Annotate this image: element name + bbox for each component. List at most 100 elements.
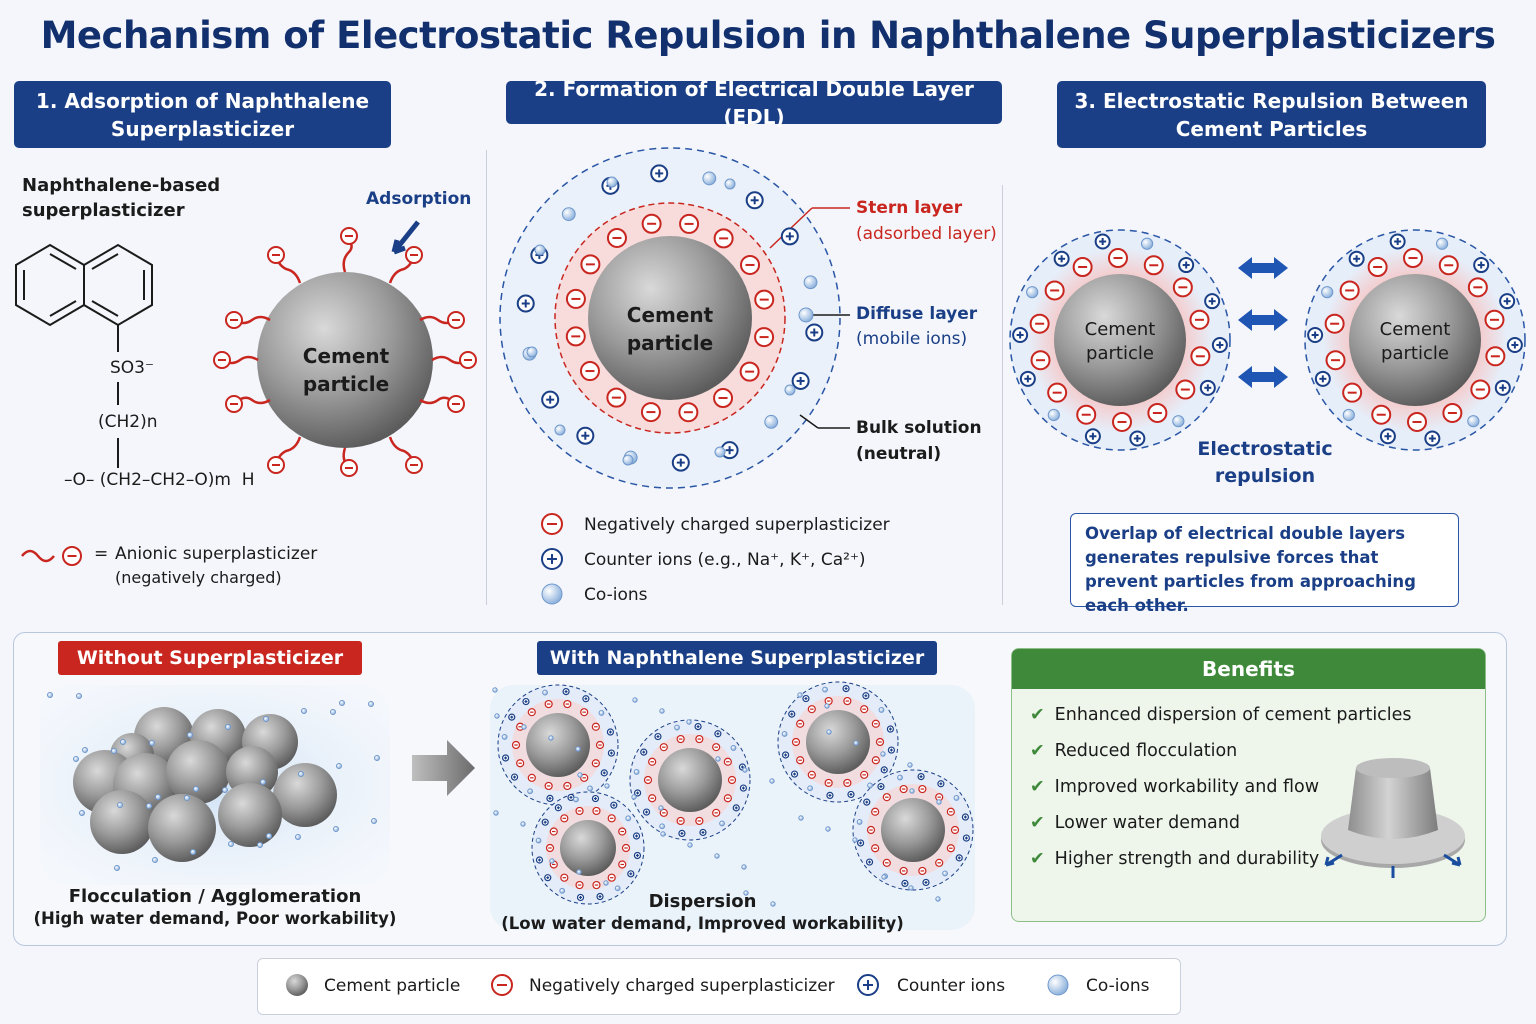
co-ion-icon	[535, 837, 542, 844]
co-ion-icon	[79, 810, 85, 816]
positive-charge-icon	[541, 818, 549, 826]
positive-charge-icon	[917, 773, 925, 781]
negative-charge-icon	[575, 806, 584, 816]
co-ion-icon	[149, 740, 155, 746]
negative-charge-icon	[843, 696, 852, 706]
positive-charge-icon	[654, 732, 662, 741]
positive-charge-icon	[678, 829, 686, 837]
negative-charge-icon	[791, 737, 801, 747]
positive-charge-icon	[955, 854, 963, 862]
ether-chain: –O– (CH2–CH2–O)m H	[64, 470, 255, 490]
positive-charge-icon	[1094, 233, 1111, 250]
co-ion-icon	[336, 763, 342, 769]
co-ion-icon	[222, 787, 228, 793]
co-ion-icon	[368, 701, 374, 707]
negative-charge-icon	[618, 860, 627, 869]
positive-charge-icon	[650, 164, 669, 183]
negative-charge-icon	[899, 866, 908, 876]
legend-counter-icon	[857, 974, 879, 996]
negative-charge-icon	[1189, 309, 1210, 330]
co-ion-icon	[575, 746, 581, 752]
negative-charge-icon	[1325, 350, 1346, 371]
positive-charge-icon	[591, 794, 600, 803]
co-ion-icon	[493, 810, 499, 816]
negative-charge-icon	[545, 843, 555, 853]
negative-charge-icon	[1143, 255, 1164, 276]
negative-charge-icon	[946, 844, 955, 853]
co-ion-icon	[548, 735, 554, 741]
positive-charge-icon	[606, 728, 615, 736]
negative-charge-icon	[549, 827, 558, 836]
positive-charge-icon	[576, 893, 585, 902]
negative-charge-icon	[1371, 404, 1392, 425]
negative-charge-icon	[1442, 402, 1463, 423]
co-ion-icon	[47, 692, 53, 698]
negative-charge-icon	[712, 743, 721, 752]
co-ion-icon	[741, 864, 747, 870]
diffuse-layer-marker-icon	[798, 307, 814, 323]
negative-charge-icon	[871, 756, 880, 765]
section-header-edl: 2. Formation of Electrical Double Layer …	[506, 77, 1002, 129]
co-ion-icon	[330, 709, 336, 715]
positive-charge-icon	[791, 371, 810, 390]
negative-charge-icon	[1407, 411, 1428, 432]
positive-charge-icon	[544, 874, 552, 882]
legend-cement: Cement particle	[324, 976, 461, 996]
negative-charge-icon	[592, 806, 601, 816]
positive-charge-icon	[1307, 327, 1324, 344]
positive-charge-icon	[922, 878, 930, 887]
positive-charge-icon	[600, 769, 608, 777]
negative-charge-icon	[648, 757, 657, 766]
co-ion-icon	[1140, 237, 1154, 250]
positive-charge-icon	[886, 725, 895, 733]
co-ion-icon	[554, 424, 566, 436]
positive-charge-icon	[805, 323, 824, 342]
negative-charge-icon	[1470, 379, 1491, 400]
cement-particle-label: Cement particle	[302, 344, 390, 396]
negative-charge-icon	[641, 213, 662, 234]
co-ion-icon	[797, 692, 803, 698]
negative-charge-icon	[871, 844, 880, 853]
co-ion-icon	[534, 244, 546, 256]
co-ion-icon	[824, 703, 830, 709]
co-ion-icon	[769, 778, 775, 784]
co-ion-icon	[897, 774, 903, 781]
positive-charge-icon	[1178, 257, 1195, 274]
co-ion-icon	[803, 275, 818, 290]
negative-charge-icon	[580, 254, 601, 275]
negative-charge-icon	[648, 794, 657, 803]
dispersion-caption: Dispersion	[648, 891, 757, 912]
positive-charge-icon	[632, 832, 641, 840]
edl-legend-negative: Negatively charged superplasticizer	[584, 515, 890, 535]
negative-charge-icon	[740, 254, 761, 275]
negative-charge-icon	[544, 781, 553, 791]
negative-charge-icon	[918, 784, 927, 794]
without-header: Without Superplasticizer	[58, 641, 362, 675]
negative-charge-icon	[659, 743, 668, 752]
negative-charge-icon	[1172, 277, 1193, 298]
negative-charge-icon	[946, 807, 955, 816]
positive-charge-icon	[1019, 370, 1036, 387]
negative-charge-icon	[1438, 255, 1459, 276]
negative-charge-icon	[1112, 411, 1133, 432]
negative-charge-icon	[871, 807, 880, 816]
stern-layer-sub: (adsorbed layer)	[856, 224, 997, 244]
co-ion-icon	[114, 865, 120, 871]
adsorption-label: Adsorption	[366, 189, 472, 209]
co-ion-icon	[715, 756, 721, 762]
co-ion-icon	[852, 837, 858, 843]
co-ion-icon	[798, 815, 804, 821]
negative-charge-icon	[563, 781, 572, 791]
co-ion-icon	[784, 384, 796, 396]
right-particle-label: Cement particle	[1379, 319, 1451, 364]
positive-charge-icon	[781, 751, 790, 759]
co-ion-icon	[1342, 408, 1355, 422]
negative-charge-icon	[843, 778, 852, 788]
legend-negative-charge-icon	[62, 546, 82, 566]
negative-charge-icon	[754, 327, 775, 348]
negative-charge-icon	[579, 361, 600, 382]
positive-charge-icon	[535, 856, 544, 864]
co-ion-icon	[686, 719, 692, 725]
section-header-repulsion: 3. Electrostatic Repulsion Between Cemen…	[1057, 81, 1486, 148]
co-ion-icon	[781, 731, 788, 737]
